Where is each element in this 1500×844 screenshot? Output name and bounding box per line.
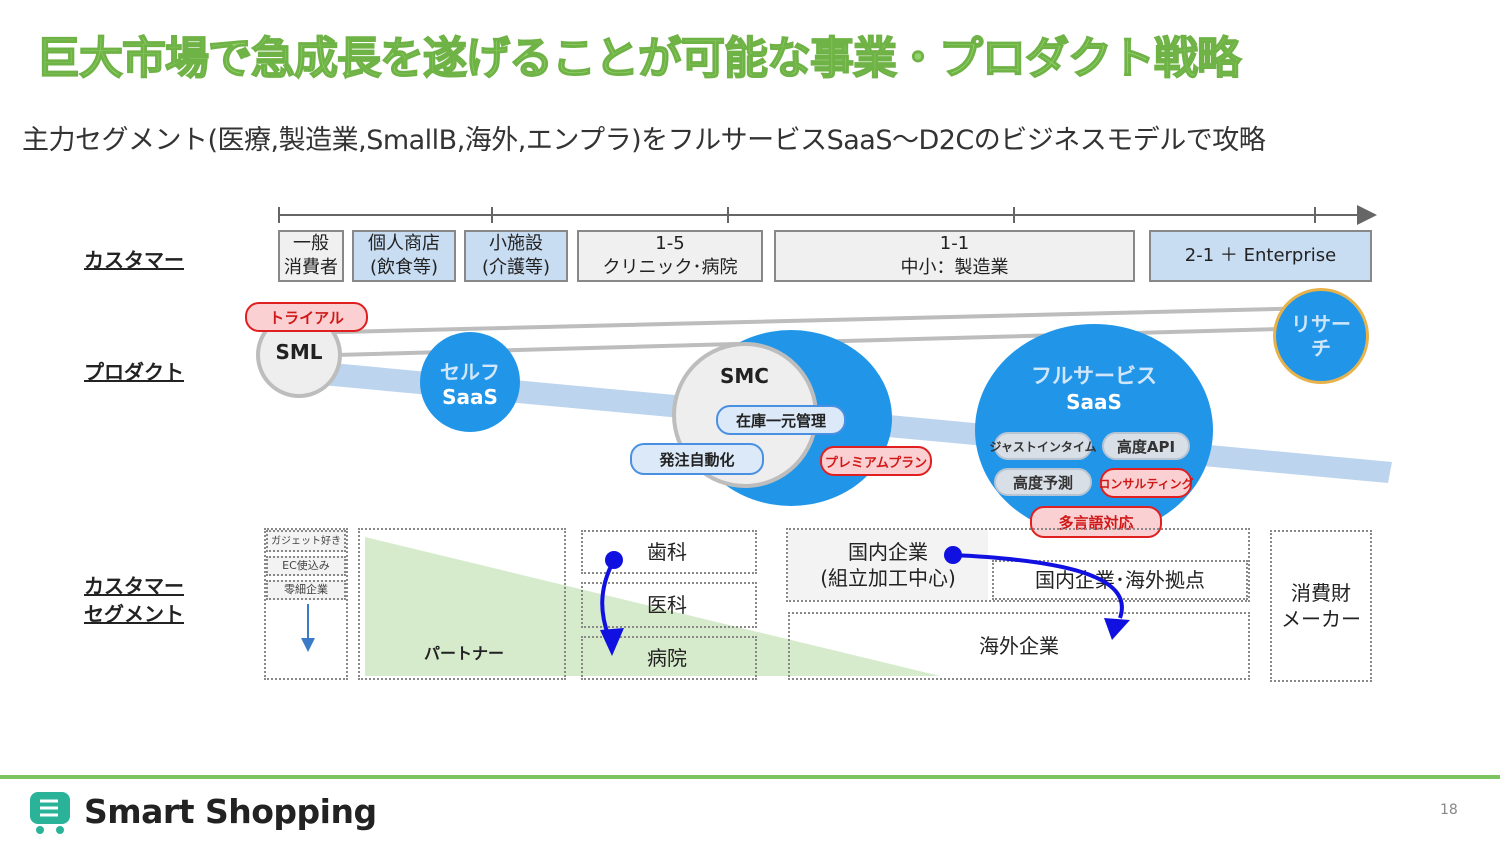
segment-consumer-label: 消費財 <box>1291 581 1351 605</box>
flow-arrowhead <box>1104 618 1130 640</box>
inventory-badge: 在庫一元管理 <box>716 405 846 435</box>
segment-small-company: 零細企業 <box>266 580 346 600</box>
page-title: 巨大市場で急成長を遂げることが可能な事業・プロダクト戦略 <box>35 32 1242 85</box>
row-label-customer: カスタマー <box>84 248 184 272</box>
customer-box-clinic: 1-5 クリニック･病院 <box>577 230 763 282</box>
advanced-api-badge: 高度API <box>1102 432 1190 460</box>
research-label: チ <box>1311 336 1331 360</box>
customer-label: 2-1 ＋ Enterprise <box>1184 245 1337 266</box>
segment-gadget: ガジェット好き <box>266 530 346 552</box>
self-saas-label: SaaS <box>442 384 498 409</box>
segment-domestic: 国内企業 (組立加工中心) <box>788 530 988 600</box>
footer-divider <box>0 775 1500 779</box>
segment-consumer-goods: 消費財 メーカー <box>1270 530 1372 682</box>
customer-box-manufacturing: 1-1 中小：製造業 <box>774 230 1135 282</box>
partner-triangle <box>365 537 940 676</box>
customer-box-shop: 個人商店 (飲食等) <box>352 230 456 282</box>
flow-arrowhead <box>600 628 624 656</box>
segment-medical: 医科 <box>581 582 757 628</box>
trial-badge: トライアル <box>245 302 368 332</box>
segment-domestic-box <box>786 528 1250 602</box>
auto-order-badge: 発注自動化 <box>630 443 764 475</box>
segment-overseas: 海外企業 <box>788 612 1250 680</box>
segment-consumer-label: メーカー <box>1281 607 1361 631</box>
smc-label: SMC <box>720 364 769 388</box>
down-arrow-icon <box>301 604 315 652</box>
row-label-product: プロダクト <box>84 360 184 384</box>
segment-dental: 歯科 <box>581 530 757 574</box>
self-saas-label: セルフ <box>440 359 500 384</box>
segment-domestic-label: 国内企業 <box>848 540 928 564</box>
advanced-forecast-badge: 高度予測 <box>994 468 1092 496</box>
flow-arrow-overseas <box>952 553 1124 619</box>
row-label-segment-1: カスタマー <box>84 574 184 598</box>
full-saas-label: フルサービス <box>1031 364 1157 388</box>
customer-label: クリニック･病院 <box>602 257 738 278</box>
customer-label: 個人商店 <box>368 233 440 254</box>
product-research: リサー チ <box>1273 288 1369 384</box>
customer-box-consumer: 一般 消費者 <box>278 230 344 282</box>
customer-label: 消費者 <box>284 257 338 278</box>
segment-domestic-label: (組立加工中心) <box>820 566 956 590</box>
page-subtitle: 主力セグメント(医療,製造業,SmallB,海外,エンプラ)をフルサービスSaa… <box>22 125 1266 156</box>
segment-ec: EC使込み <box>266 556 346 576</box>
full-saas-label: SaaS <box>1066 390 1122 414</box>
row-label-segment-2: セグメント <box>84 602 184 626</box>
page-number: 18 <box>1440 802 1458 818</box>
premium-badge: プレミアムプラン <box>820 446 932 476</box>
segment-small-group <box>264 528 348 680</box>
just-in-time-badge: ジャストインタイム <box>989 432 1097 460</box>
sml-label: SML <box>275 340 323 364</box>
customer-box-enterprise: 2-1 ＋ Enterprise <box>1149 230 1372 282</box>
customer-label: 小施設 <box>489 233 543 254</box>
customer-label: (飲食等) <box>369 257 439 278</box>
product-self-saas: セルフ SaaS <box>420 332 520 432</box>
product-full-saas: フルサービス SaaS <box>975 324 1213 536</box>
customer-label: 1-5 <box>655 233 685 254</box>
research-label: リサー <box>1291 312 1351 336</box>
customer-box-facility: 小施設 (介護等) <box>464 230 568 282</box>
flow-arrow-medical <box>600 559 616 641</box>
customer-label: (介護等) <box>481 257 551 278</box>
segment-partner-box <box>358 528 566 680</box>
customer-label: 1-1 <box>939 233 970 254</box>
segment-partner-label: パートナー <box>424 644 505 663</box>
segment-hospital: 病院 <box>581 636 757 680</box>
multilingual-badge: 多言語対応 <box>1030 506 1162 538</box>
customer-label: 一般 <box>293 233 329 254</box>
customer-label: 中小：製造業 <box>900 257 1009 278</box>
smart-shopping-logo-icon <box>30 792 70 834</box>
consulting-badge: コンサルティング <box>1098 468 1194 498</box>
brand-name: Smart Shopping <box>84 792 377 831</box>
